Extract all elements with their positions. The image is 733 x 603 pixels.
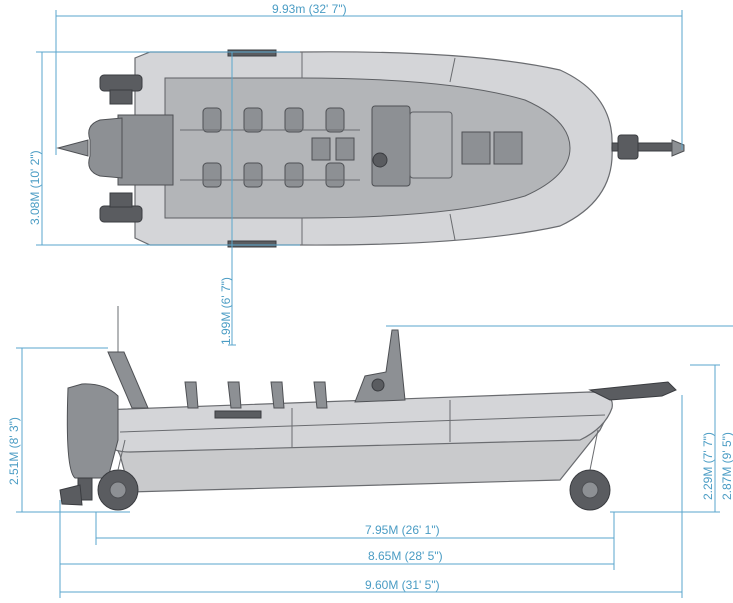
side-view-bow-wheel — [569, 429, 611, 511]
dim-length-overall-side: 9.60M (31' 5") — [365, 578, 440, 592]
top-view-rear-wheel-lower — [99, 192, 143, 223]
dim-height-center: 1.99M (6' 7") — [219, 277, 233, 345]
side-view-engine — [59, 383, 119, 506]
side-rail — [214, 410, 262, 419]
side-view-console — [354, 329, 406, 403]
dim-length-waterline: 7.95M (26' 1") — [365, 523, 440, 537]
dim-length-hull: 8.65M (28' 5") — [368, 549, 443, 563]
top-view-seats — [180, 107, 360, 188]
side-view — [59, 306, 677, 511]
side-view-seats — [184, 381, 328, 409]
dim-overall-length-top: 9.93m (32' 7") — [272, 2, 347, 16]
dimension-lines — [16, 10, 733, 598]
top-view-lockers — [461, 131, 523, 165]
side-view-arch — [107, 306, 149, 409]
top-view-transom — [117, 114, 174, 186]
top-view — [56, 49, 685, 248]
dim-height-right-outer: 2.87M (9' 5") — [720, 432, 733, 500]
top-view-console — [311, 105, 453, 187]
top-view-rear-wheel-upper — [99, 74, 143, 105]
top-view-bow-wheel — [611, 134, 685, 160]
top-rail-back — [227, 240, 277, 248]
top-rail-front — [227, 49, 277, 57]
top-view-engine — [88, 117, 123, 179]
side-view-rear-wheel — [97, 439, 139, 511]
top-view-deck — [164, 77, 571, 219]
dim-height-right-inner: 2.29M (7' 7") — [701, 432, 715, 500]
side-view-bow-arm — [588, 381, 677, 401]
top-view-propeller — [56, 139, 89, 157]
dim-beam: 3.08M (10' 2") — [28, 150, 42, 225]
dim-height-left: 2.51M (8' 3") — [7, 417, 21, 485]
